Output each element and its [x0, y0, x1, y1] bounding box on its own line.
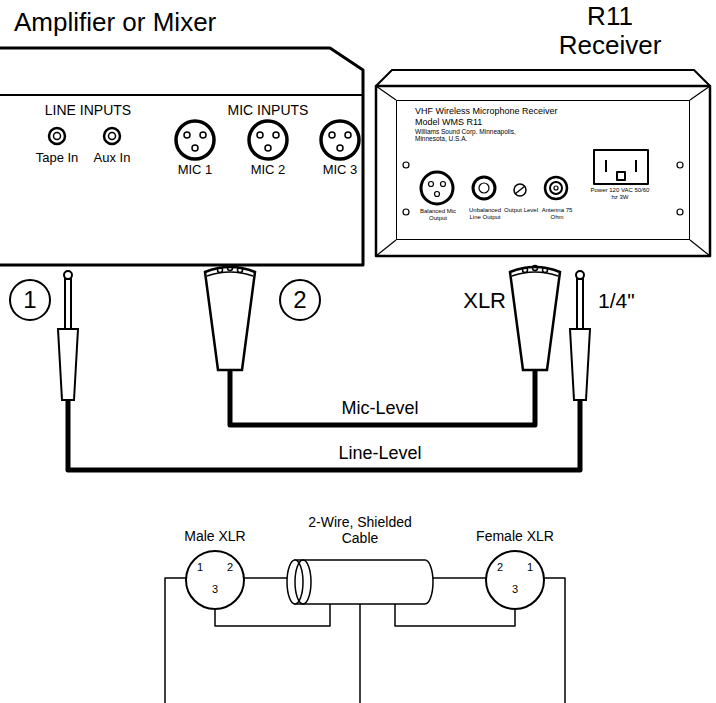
cable-label: Mic-Level — [300, 398, 460, 419]
callout-circle: 1 — [9, 279, 51, 321]
node-title: Male XLR — [165, 528, 265, 544]
node-text: 2 — [225, 561, 235, 574]
group-heading: MIC INPUTS — [208, 102, 328, 118]
node-title: Female XLR — [465, 528, 565, 544]
node-text: Antenna 75 Ohm — [537, 207, 577, 221]
node-text: Williams Sound Corp. Minneapolis, Minnes… — [415, 128, 535, 143]
male-xlr-face: Male XLR123 — [185, 550, 245, 610]
node-title: 2-Wire, Shielded Cable — [300, 514, 420, 546]
node-text: 2 — [495, 561, 505, 574]
node-text: 3 — [510, 583, 520, 596]
jack-label: Aux In — [82, 151, 142, 166]
female-xlr-face: Female XLR213 — [485, 550, 545, 610]
jack-label: MIC 1 — [165, 163, 225, 178]
node-title: R11 Receiver — [540, 2, 680, 59]
jack-label: Tape In — [27, 151, 87, 166]
receiver-front-panel: VHF Wireless Microphone ReceiverModel WM… — [396, 100, 690, 240]
connector-label: 1/4" — [598, 289, 658, 313]
jack-label: MIC 3 — [310, 163, 370, 178]
receiver-unit: R11 ReceiverVHF Wireless Microphone Rece… — [376, 0, 712, 260]
node-text: Balanced Mic Output — [415, 208, 461, 222]
node-text: Power 120 VAC 50/60 hz 3W — [587, 187, 653, 201]
node-title: VHF Wireless Microphone Receiver — [415, 106, 675, 116]
node-title: Amplifier or Mixer — [14, 8, 314, 38]
node-text: 3 — [210, 583, 220, 596]
callout-circle: 2 — [279, 279, 321, 321]
group-heading: LINE INPUTS — [28, 102, 148, 118]
cable-label: Line-Level — [300, 443, 460, 464]
amplifier-panel: Amplifier or Mixer — [0, 0, 365, 268]
node-text: Unbalanced Line Output — [463, 207, 507, 221]
connector-label: XLR — [452, 288, 506, 313]
shielded-cable: 2-Wire, Shielded Cable — [285, 560, 435, 605]
node-title: 2 — [281, 281, 319, 319]
node-text: Output Level — [503, 207, 539, 214]
node-text: 1 — [195, 561, 205, 574]
node-text: Model WMS R11 — [415, 117, 615, 127]
node-title: 1 — [11, 281, 49, 319]
jack-label: MIC 2 — [238, 163, 298, 178]
node-text: 1 — [525, 561, 535, 574]
